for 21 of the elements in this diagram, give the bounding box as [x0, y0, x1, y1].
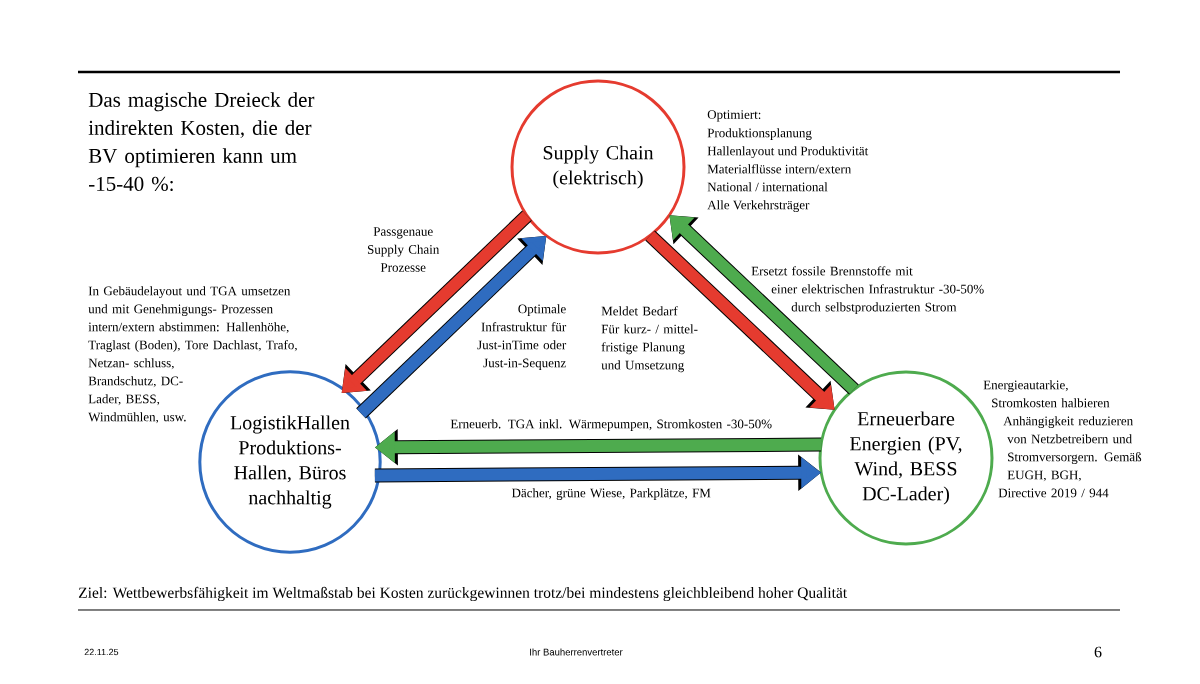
footer-text: Ihr Bauherrenvertreter	[530, 648, 623, 656]
annotation-text: Materialflüsse intern/extern	[707, 164, 852, 174]
block-arrow	[645, 230, 835, 410]
block-arrow	[669, 215, 859, 395]
annotation-text: Hallenlayout und Produktivität	[707, 146, 869, 158]
edge-label: Meldet Bedarf Für kurz- / mittel- fristige Planung und Umsetzung	[601, 306, 698, 373]
annotation-text: Energieautarkie, Stromkosten halbieren Anhängigkeit reduzieren von Netzbetreibern und Stromversorgern. Gemäß EUGH, BGH, Directive 2019 / 944	[983, 380, 1142, 498]
edge-label: Passgenaue Supply Chain Prozesse	[367, 227, 440, 272]
annotation-text: National / international	[707, 182, 828, 192]
edge-label: Erneuerb. TGA inkl. Wärmepumpen, Stromkosten -30-50%	[450, 419, 772, 431]
title: Das magische Dreieck der indirekten Kosten, die der BV optimieren kann um -15-40 %:	[88, 92, 315, 192]
date-text: 22.11.25	[84, 648, 119, 656]
page-number: 6	[1094, 646, 1102, 658]
annotation-text: Produktionsplanung	[707, 128, 812, 140]
goal-text: Ziel: Wettbewerbsfähigkeit im Weltmaßstab bei Kosten zurückgewinnen trotz/bei mindestens gleichbleibend hoher Qualität	[78, 586, 848, 602]
circle-node: Supply Chain (elektrisch)	[510, 79, 686, 255]
edge-label: Optimale Infrastruktur für Just-inTime oder Just-in-Sequenz	[477, 304, 567, 370]
annotation-text: Alle Verkehrsträger	[707, 200, 810, 212]
edge-label: Ersetzt fossile Brennstoffe mit einer elektrischen Infrastruktur -30-50% durch selbstproduzierten Strom	[751, 266, 984, 315]
edge-label: Dächer, grüne Wiese, Parkplätze, FM	[511, 488, 711, 500]
annotation-text: Optimiert:	[707, 110, 761, 122]
